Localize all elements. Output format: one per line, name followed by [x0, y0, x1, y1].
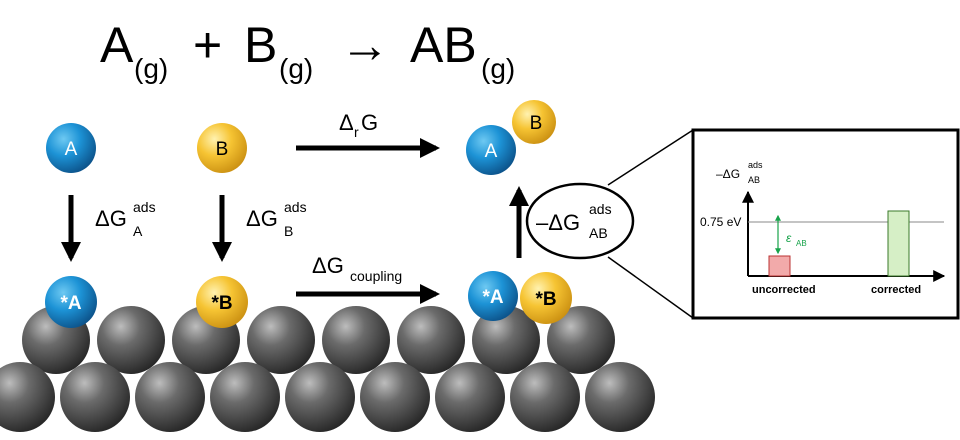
adsorbed-a-label: *A — [60, 293, 81, 314]
bar-uncorrected — [768, 255, 791, 277]
svg-text:coupling: coupling — [350, 268, 402, 284]
surface-atom — [510, 362, 580, 432]
adsorbed-b-label: *B — [211, 293, 232, 314]
surface-atom — [97, 306, 165, 374]
surface-atom — [135, 362, 205, 432]
svg-text:ads: ads — [284, 199, 307, 215]
surface-atom — [585, 362, 655, 432]
label-uncorrected: uncorrected — [752, 284, 816, 296]
species-balls: A B B A *A *B *A *B — [45, 100, 572, 328]
gas-a-atom: A — [46, 123, 96, 173]
gas-b-label: B — [216, 139, 229, 160]
reaction-arrow: → — [340, 17, 390, 73]
epsilon-sub: AB — [796, 239, 807, 248]
ab-molecule: B A — [466, 100, 556, 175]
label-dr-g: Δ r G — [339, 110, 378, 140]
adsorbed-b-atom: *B — [196, 276, 248, 328]
svg-text:B: B — [284, 223, 293, 239]
adsorbed-ab-a-label: *A — [482, 287, 503, 308]
reaction-equation: A (g) + B (g) → AB (g) — [100, 17, 515, 84]
callout-line-top — [607, 129, 694, 186]
product-phase: (g) — [481, 53, 515, 84]
desorption-energy-bubble: –ΔG ads AB — [525, 182, 635, 260]
inset-y-label: –ΔG — [716, 167, 740, 181]
svg-text:Δ: Δ — [339, 110, 354, 135]
svg-text:ΔG: ΔG — [312, 253, 344, 278]
svg-text:r: r — [354, 124, 359, 140]
gas-a-label: A — [65, 139, 78, 160]
label-dg-coupling: ΔG coupling — [312, 253, 402, 284]
svg-text:A: A — [133, 223, 143, 239]
reactant-a: A — [100, 17, 134, 73]
reactant-b-phase: (g) — [279, 53, 313, 84]
bar-corrected — [887, 210, 910, 277]
callout-line-bottom — [607, 256, 694, 319]
surface-atom — [547, 306, 615, 374]
surface-atom — [472, 306, 540, 374]
ab-b-label: B — [530, 113, 543, 134]
product-ab: AB — [410, 17, 477, 73]
surface-atom — [360, 362, 430, 432]
svg-text:ΔG: ΔG — [95, 206, 127, 231]
svg-text:ads: ads — [133, 199, 156, 215]
adsorbed-ab-b-label: *B — [535, 289, 556, 310]
ab-a-label: A — [485, 141, 498, 162]
surface-atom — [0, 362, 55, 432]
threshold-label: 0.75 eV — [700, 215, 741, 229]
metal-surface — [0, 306, 655, 432]
label-corrected: corrected — [871, 284, 921, 296]
surface-atom — [322, 306, 390, 374]
surface-atom — [210, 362, 280, 432]
inset-y-label-sup: ads — [748, 160, 763, 170]
surface-atom — [247, 306, 315, 374]
label-dg-ads-a: ΔG ads A — [95, 199, 156, 239]
surface-atom — [435, 362, 505, 432]
svg-text:ΔG: ΔG — [246, 206, 278, 231]
svg-text:ads: ads — [589, 201, 612, 217]
epsilon-label: ε — [786, 231, 792, 245]
adsorbed-a-atom: *A — [45, 276, 97, 328]
inset-y-label-sub: AB — [748, 175, 760, 185]
svg-text:G: G — [361, 110, 378, 135]
svg-text:AB: AB — [589, 225, 608, 241]
svg-text:–ΔG: –ΔG — [536, 210, 580, 235]
label-dg-ads-b: ΔG ads B — [246, 199, 307, 239]
surface-atom — [285, 362, 355, 432]
correction-inset: –ΔG ads AB 0.75 eV ε AB uncorrected corr… — [691, 128, 960, 320]
gas-b-atom: B — [197, 123, 247, 173]
adsorbed-ab-pair: *A *B — [468, 271, 572, 324]
arrows — [61, 138, 529, 304]
plus-sign: + — [193, 17, 222, 73]
surface-atom — [60, 362, 130, 432]
reactant-b: B — [244, 17, 277, 73]
reactant-a-phase: (g) — [134, 53, 168, 84]
surface-atom — [397, 306, 465, 374]
